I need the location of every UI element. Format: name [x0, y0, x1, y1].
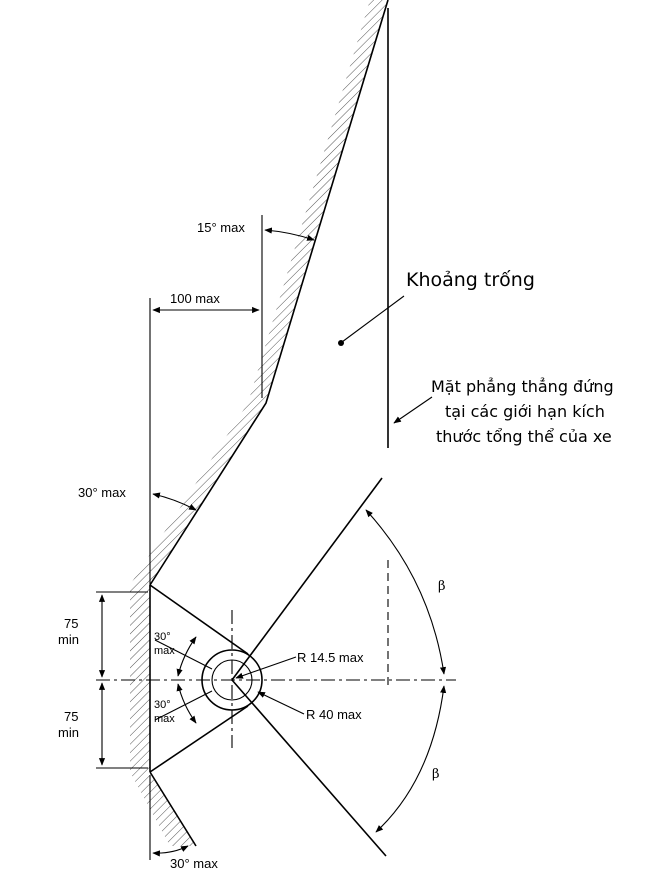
- label-15-max: 15° max: [197, 220, 245, 235]
- angle-arc-inner-lower: [176, 683, 197, 724]
- drawbar-lower-edge: [149, 705, 249, 773]
- lower-outline: [149, 771, 197, 847]
- beta-arc-lower: [375, 685, 447, 833]
- angle-arc-left: [152, 492, 197, 511]
- label-min-upper: min: [58, 632, 79, 647]
- label-plane-line2: tại các giới hạn kích: [445, 402, 605, 421]
- leader-clearance: [341, 295, 405, 343]
- coupling-inner-circle: [211, 659, 253, 701]
- label-plane-line1: Mặt phẳng thẳng đứng: [431, 377, 614, 396]
- label-30-bottom: 30° max: [170, 856, 218, 871]
- label-30-inner-lower-b: max: [154, 713, 175, 725]
- label-75-lower: 75: [64, 709, 78, 724]
- label-100-max: 100 max: [170, 291, 220, 306]
- coupling-outer-circle: [201, 649, 263, 711]
- label-plane-line3: thước tổng thể của xe: [436, 427, 612, 446]
- drawbar-upper-edge: [149, 584, 249, 655]
- structure-outline: [149, 0, 389, 586]
- label-30-max-left: 30° max: [78, 485, 126, 500]
- angle-arc-inner-upper: [176, 636, 197, 677]
- leader-r14: [235, 656, 297, 679]
- leader-plane: [393, 396, 433, 424]
- label-30-inner-lower-a: 30°: [154, 699, 171, 711]
- angle-arc-top: [264, 227, 315, 241]
- swing-line-upper: [231, 477, 383, 681]
- leader-r40: [257, 691, 305, 715]
- label-30-inner-upper-a: 30°: [154, 631, 171, 643]
- label-min-lower: min: [58, 725, 79, 740]
- label-r14: R 14.5 max: [297, 650, 364, 665]
- label-75-upper: 75: [64, 616, 78, 631]
- label-clearance: Khoảng trống: [406, 269, 535, 291]
- label-beta-lower: β: [432, 767, 440, 782]
- beta-arc-upper: [365, 509, 447, 675]
- angle-arc-bottom: [152, 845, 189, 857]
- leader-clearance-dot: [338, 340, 344, 346]
- label-beta-upper: β: [438, 579, 446, 594]
- swing-line-lower: [231, 679, 387, 857]
- label-30-inner-upper-b: max: [154, 645, 175, 657]
- label-r40: R 40 max: [306, 707, 362, 722]
